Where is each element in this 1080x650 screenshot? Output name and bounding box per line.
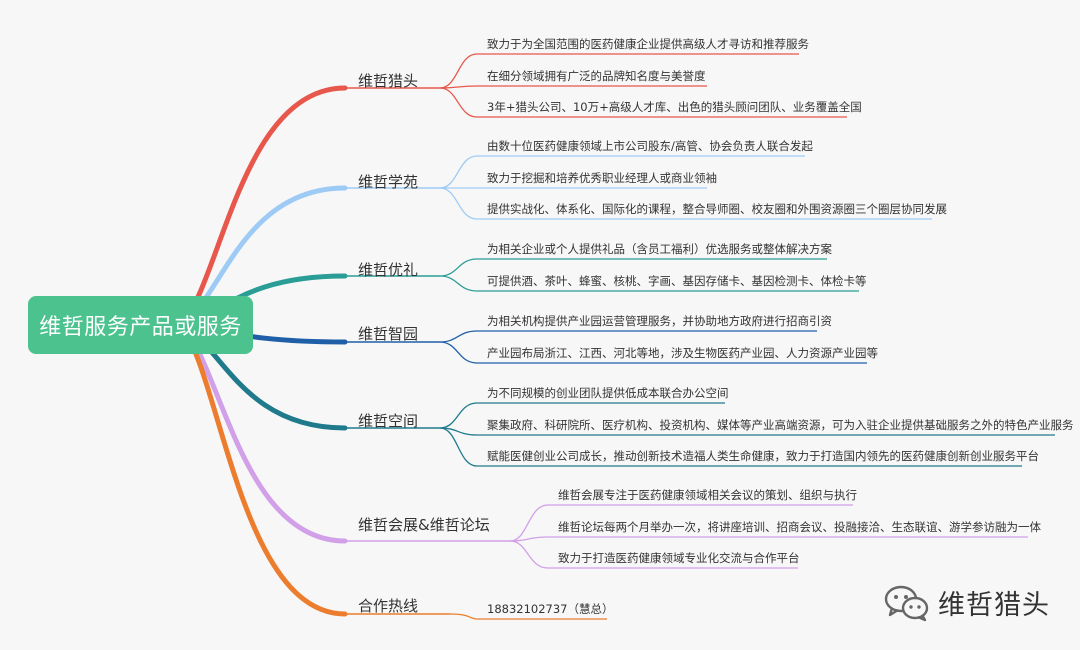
leaf-label-4-2[interactable]: 赋能医健创业公司成长，推动创新技术造福人类生命健康，致力于打造国内领先的医药健康… — [487, 449, 1039, 463]
leaf-connector-5-0 — [509, 504, 549, 542]
leaf-connector-0-2 — [439, 87, 478, 118]
leaf-label-4-0[interactable]: 为不同规模的创业团队提供低成本联合办公空间 — [487, 386, 729, 400]
root-node[interactable]: 维哲服务产品或服务 — [28, 296, 253, 354]
leaf-label-4-1[interactable]: 聚集政府、科研院所、医疗机构、投资机构、媒体等产业高端资源，可为入驻企业提供基础… — [487, 418, 1074, 432]
wechat-icon — [884, 585, 929, 621]
leaf-label-5-0[interactable]: 维哲会展专注于医药健康领域相关会议的策划、组织与执行 — [558, 488, 857, 502]
leaf-label-3-0[interactable]: 为相关机构提供产业园运营管理服务，并协助地方政府进行招商引资 — [487, 314, 832, 328]
branch-label-1[interactable]: 维哲学苑 — [358, 173, 419, 191]
leaf-label-0-1[interactable]: 在细分领域拥有广泛的品牌知名度与美誉度 — [487, 69, 706, 83]
leaf-label-1-0[interactable]: 由数十位医药健康领域上市公司股东/高管、协会负责人联合发起 — [487, 139, 813, 153]
leaf-connector-2-0 — [439, 258, 478, 277]
leaf-connector-2-1 — [439, 275, 478, 292]
leaf-label-2-0[interactable]: 为相关企业或个人提供礼品（含员工福利）优选服务或整体解决方案 — [487, 242, 832, 256]
leaf-connector-0-0 — [439, 53, 478, 89]
leaf-connector-4-0 — [439, 402, 478, 429]
branch-label-6[interactable]: 合作热线 — [358, 597, 419, 615]
leaf-connector-3-0 — [439, 330, 478, 343]
leaf-label-1-1[interactable]: 致力于挖掘和培养优秀职业经理人或商业领袖 — [487, 171, 717, 185]
branch-connector-5 — [177, 322, 348, 544]
branch-label-0[interactable]: 维哲猎头 — [358, 72, 419, 90]
leaf-connector-1-2 — [439, 187, 478, 220]
leaf-label-6-0[interactable]: 18832102737（慧总） — [487, 602, 614, 616]
leaf-connector-1-0 — [439, 155, 478, 189]
watermark: 维哲猎头 — [884, 583, 1050, 622]
leaf-label-0-2[interactable]: 3年+猎头公司、10万+高级人才库、出色的猎头顾问团队、业务覆盖全国 — [487, 100, 862, 114]
leaf-label-2-1[interactable]: 可提供酒、茶叶、蜂蜜、核桃、字画、基因存储卡、基因检测卡、体检卡等 — [487, 274, 867, 288]
branch-label-2[interactable]: 维哲优礼 — [358, 261, 419, 279]
leaf-connector-6-0 — [449, 613, 478, 620]
leaf-connector-5-2 — [509, 540, 549, 569]
leaf-label-3-1[interactable]: 产业园布局浙江、江西、河北等地，涉及生物医药产业园、人力资源产业园等 — [487, 346, 878, 360]
branch-label-3[interactable]: 维哲智园 — [358, 325, 419, 343]
leaf-connector-3-1 — [439, 341, 478, 364]
branch-label-5[interactable]: 维哲会展&维哲论坛 — [358, 516, 490, 534]
leaf-connector-4-2 — [439, 427, 478, 467]
root-label: 维哲服务产品或服务 — [39, 315, 242, 340]
watermark-label: 维哲猎头 — [938, 590, 1050, 621]
leaf-label-0-0[interactable]: 致力于为全国范围的医药健康企业提供高级人才寻访和推荐服务 — [487, 37, 809, 51]
branch-label-4[interactable]: 维哲空间 — [358, 412, 419, 430]
leaf-label-1-2[interactable]: 提供实战化、体系化、国际化的课程，整合导师圈、校友圈和外围资源圈三个圈层协同发展 — [487, 202, 947, 216]
leaf-label-5-1[interactable]: 维哲论坛每两个月举办一次，将讲座培训、招商会议、投融接洽、生态联谊、游学参访融为… — [558, 520, 1041, 534]
leaf-label-5-2[interactable]: 致力于打造医药健康领域专业化交流与合作平台 — [558, 551, 800, 565]
